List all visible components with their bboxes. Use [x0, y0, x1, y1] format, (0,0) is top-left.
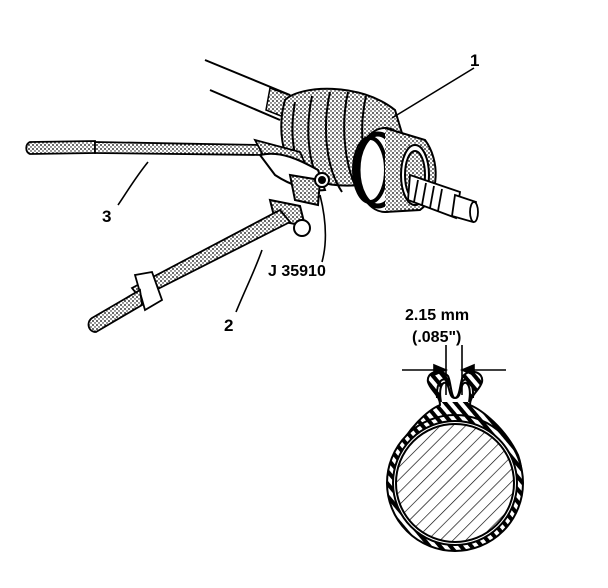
clamp-cross-section [386, 370, 524, 552]
clamp-pliers-j35910 [258, 152, 330, 237]
splined-stub-shaft [407, 173, 479, 224]
dimension-arrows [402, 345, 506, 395]
axle-shaft [204, 59, 293, 121]
callout-1: 1 [470, 51, 480, 70]
callout-3: 3 [102, 207, 112, 226]
callout-tool-number: J 35910 [268, 263, 326, 280]
dimension-imperial: (.085") [412, 329, 462, 346]
tool-handle-2 [87, 208, 292, 333]
callout-leaders [117, 67, 475, 313]
dimension-metric: 2.15 mm [405, 307, 470, 324]
callout-2: 2 [224, 316, 234, 335]
